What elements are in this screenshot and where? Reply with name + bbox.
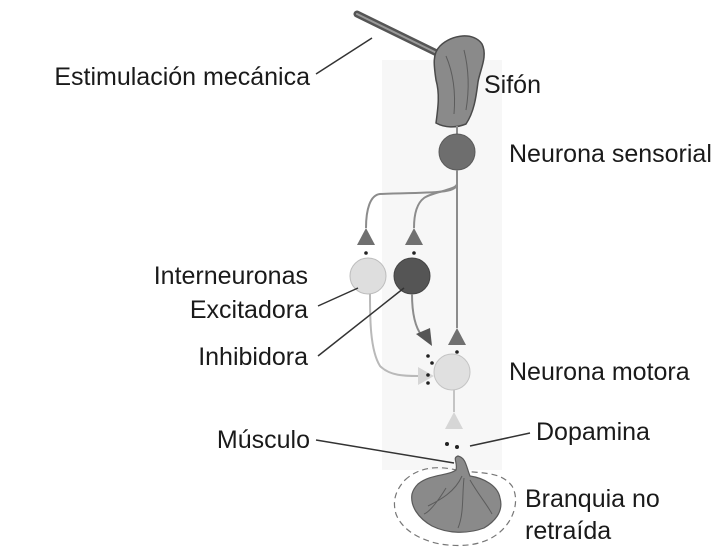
excitatory-interneuron-body (349, 257, 387, 295)
label-motor-neuron: Neurona motora (509, 358, 690, 386)
dopamine-dot (445, 442, 449, 446)
sensory-neuron-body (438, 133, 476, 171)
terminal-sensory-to-motor (448, 328, 466, 345)
label-gill-line2: retraída (525, 517, 612, 545)
synapse-dot (426, 354, 430, 358)
terminal-inhibitory (405, 228, 423, 245)
motor-neuron-body (433, 353, 471, 391)
motor-terminal (445, 412, 463, 429)
terminal-excitatory (357, 228, 375, 245)
label-stimulus: Estimulación mecánica (54, 63, 310, 91)
dopamine-dot (455, 445, 459, 449)
label-inhibitory: Inhibidora (198, 343, 308, 371)
label-dopamine: Dopamina (536, 418, 650, 446)
inhibitory-interneuron-body (393, 257, 431, 295)
label-sensory-neuron: Neurona sensorial (509, 140, 712, 168)
leader-muscle (315, 439, 455, 464)
gill-tissue (411, 455, 502, 533)
leader-dopamine (469, 432, 531, 447)
branch-to-excitatory (365, 183, 458, 229)
leader-excitatory (317, 287, 359, 307)
label-excitatory: Excitadora (189, 296, 308, 324)
leader-stimulus (315, 37, 373, 75)
terminal-excitatory-to-motor (418, 367, 434, 385)
synapse-dot (455, 350, 459, 354)
label-interneurons: Interneuronas (153, 262, 308, 290)
synapse-dot (412, 251, 416, 255)
label-gill-line1: Branquia no (525, 485, 660, 513)
synapse-dot (426, 381, 430, 385)
branch-to-inhibitory (413, 183, 458, 229)
stimulation-probe (353, 10, 451, 62)
terminal-inhibitory-to-motor (416, 328, 432, 346)
gill-veins (423, 475, 493, 529)
synapse-dot (426, 373, 430, 377)
siphon-texture (445, 49, 469, 115)
synapse-dot (430, 361, 434, 365)
label-siphon: Sifón (484, 71, 541, 99)
label-muscle: Músculo (216, 426, 310, 454)
synapse-dot (364, 251, 368, 255)
leader-inhibitory (317, 287, 405, 357)
